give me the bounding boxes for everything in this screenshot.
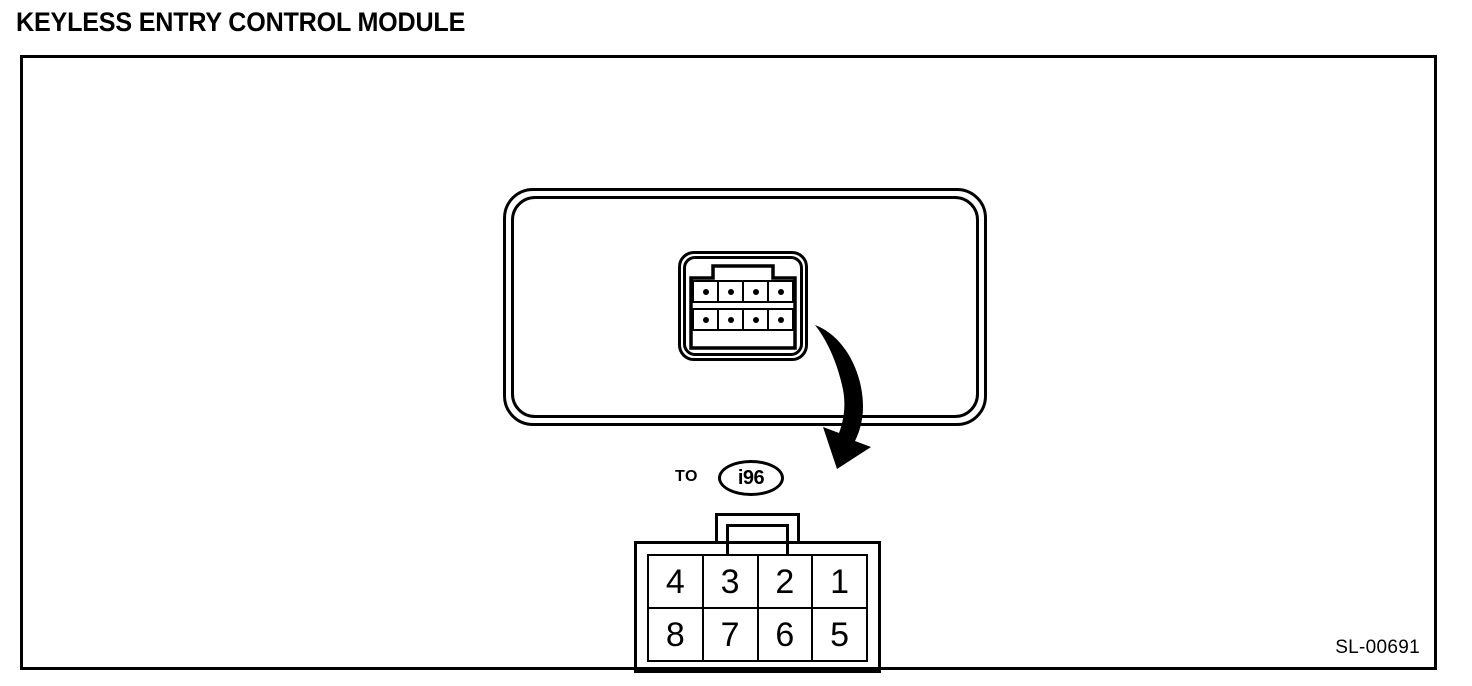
socket-pin-row [692,280,794,303]
socket-pin-rows [692,280,794,331]
curved-arrow-icon [793,313,913,473]
socket-outer-outline [678,251,808,361]
pin-cell-4: 4 [649,556,704,607]
figure-reference-code: SL-00691 [1335,637,1420,658]
pin-cell-2: 2 [759,556,814,607]
figure-frame: TO i96 4 3 2 1 8 7 6 5 SL-00691 [20,55,1437,673]
socket-inner-outline [683,256,803,356]
pin-cell-1: 1 [830,562,850,601]
pin-cell-7: 7 [704,609,759,660]
socket-pin-cell [744,282,769,301]
module-housing-outer-outline [503,188,987,426]
socket-pin-cell [694,282,719,301]
socket-pin-row [692,308,794,331]
connector-tab-outer [715,513,800,543]
to-code-label: i96 [737,466,765,489]
pin-dot-icon [702,316,709,323]
connector-pin-row: 4 3 2 1 [649,556,866,609]
module-housing [503,188,987,426]
pin-cell-3: 3 [704,556,759,607]
socket-face-outline [689,262,797,350]
to-reference-label: TO i96 [675,458,790,500]
pin-cell-6: 6 [759,609,814,660]
page-title: KEYLESS ENTRY CONTROL MODULE [16,7,466,37]
socket-pin-cell [694,310,719,329]
pin-cell-8: 8 [649,609,704,660]
socket-pin-cell [719,282,744,301]
pin-dot-icon [727,316,734,323]
connector-pin-row: 8 7 6 5 [649,609,866,660]
connector-shell [634,541,881,673]
connector-tab-inner [726,524,789,556]
to-prefix-label: TO [675,468,698,485]
connector-pin-grid: 4 3 2 1 8 7 6 5 [647,554,868,662]
pin-dot-icon [727,288,734,295]
socket-pin-cell [769,282,792,301]
pin-dot-icon [777,316,784,323]
pin-cell-5: 5 [830,615,850,654]
module-housing-inner-outline [511,196,979,418]
socket-pin-cell [769,310,792,329]
pin-dot-icon [777,288,784,295]
pin-dot-icon [702,288,709,295]
pin-connector: 4 3 2 1 8 7 6 5 [634,513,881,673]
to-code-ellipse [718,460,784,496]
socket-pin-cell [719,310,744,329]
socket-pin-cell [744,310,769,329]
module-socket-connector [678,251,808,361]
pin-dot-icon [752,288,759,295]
pin-dot-icon [752,316,759,323]
